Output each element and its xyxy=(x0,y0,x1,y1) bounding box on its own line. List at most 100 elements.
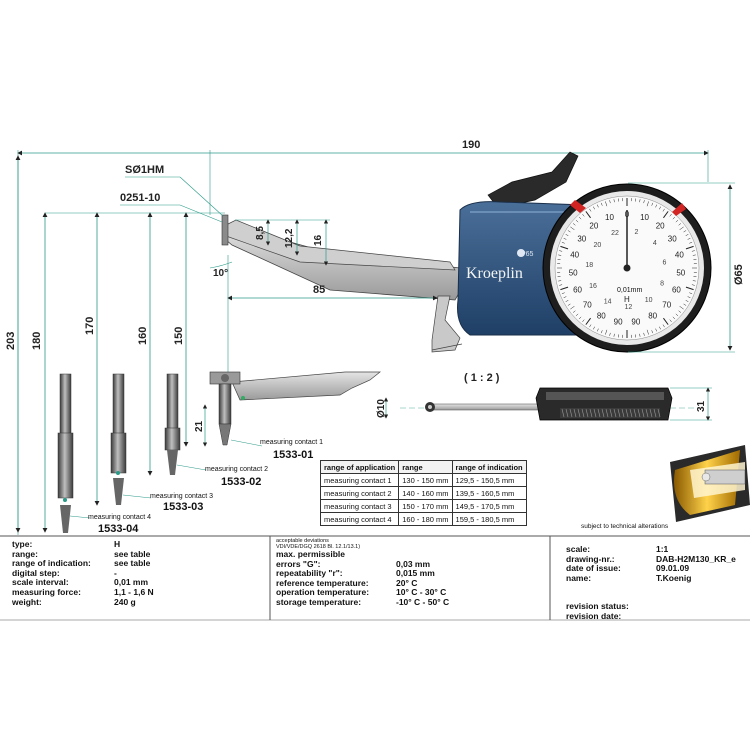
deviations-block: acceptable deviations VDI/VDE/DGQ 2618 B… xyxy=(276,538,450,607)
dial-tick xyxy=(691,250,695,252)
dial-tick xyxy=(646,329,649,335)
contact-rods xyxy=(57,373,181,533)
dial-number-outer: 90 xyxy=(614,317,623,326)
dial-tick xyxy=(561,241,565,244)
svg-text:31: 31 xyxy=(696,400,707,412)
dial-number-outer: 70 xyxy=(662,301,671,310)
dial-letter: H xyxy=(624,295,630,304)
col-range: range xyxy=(398,460,453,474)
knurl-line xyxy=(609,408,613,418)
dial-number-outer: 50 xyxy=(676,268,685,277)
contact-4-rod xyxy=(57,373,74,533)
knurl-line xyxy=(617,408,621,418)
dial-tick xyxy=(685,300,689,302)
dial-tick xyxy=(651,202,654,206)
ip65-badge: IP65 xyxy=(517,249,534,258)
dial-tick xyxy=(692,254,696,256)
dial-tick xyxy=(559,284,563,286)
contact-2-label: measuring contact 2 xyxy=(205,466,268,473)
dial-number-outer: 40 xyxy=(570,251,579,260)
dial-tick xyxy=(578,316,582,320)
dial-number-outer: 40 xyxy=(675,251,684,260)
tip-depth-dimensions: 8,5 12,2 16 10° xyxy=(209,219,330,279)
dial-tick xyxy=(565,300,569,302)
svg-text:Ø65: Ø65 xyxy=(733,264,745,285)
dial-tick xyxy=(669,213,672,217)
dial-tick xyxy=(560,286,569,291)
svg-text:21: 21 xyxy=(194,420,205,432)
knurl-line xyxy=(577,408,581,418)
contact-3-part: 1533-03 xyxy=(163,501,203,513)
scale-view-label: ( 1 : 2 ) xyxy=(464,372,500,384)
dial-tick xyxy=(685,245,694,250)
dial-tick xyxy=(585,211,591,219)
dial-tick xyxy=(659,206,661,210)
dial-tick xyxy=(560,245,569,250)
col-indication: range of indication xyxy=(451,460,527,474)
range-table-header: range of application range range of indi… xyxy=(319,460,527,474)
dial-number-inner: 2 xyxy=(634,229,638,236)
knurl-line xyxy=(645,408,649,418)
dial-tick xyxy=(593,206,595,210)
dial-tick xyxy=(563,237,567,240)
dial-tick xyxy=(672,216,676,220)
dimension-dial-diameter: Ø65 xyxy=(628,182,745,353)
dial-number-inner: 22 xyxy=(611,230,619,237)
caliper-main-view: Kroeplin IP65 01020304050607080909080706… xyxy=(221,151,712,353)
dial-number-outer: 50 xyxy=(569,268,578,277)
brand-logo: Kroeplin xyxy=(466,265,523,282)
dial-tick xyxy=(609,332,611,336)
dial-tick xyxy=(639,199,641,203)
dial-tick xyxy=(582,319,585,323)
dial-tick xyxy=(578,216,582,220)
dial-number-inner: 4 xyxy=(653,240,657,247)
knurl-line xyxy=(593,408,597,418)
dial-tick xyxy=(675,313,679,317)
svg-text:85: 85 xyxy=(313,284,325,296)
dial-number-outer: 70 xyxy=(583,301,592,310)
knurl-line xyxy=(625,408,629,418)
dial-tick xyxy=(643,200,645,204)
svg-text:12,2: 12,2 xyxy=(284,228,295,248)
svg-text:8,5: 8,5 xyxy=(255,226,266,240)
table-row: measuring contact 3 150 - 170 mm 149,5 -… xyxy=(319,499,527,513)
dial-tick xyxy=(575,313,579,317)
dimension-85: 85 xyxy=(227,255,438,375)
dial-number-inner: 18 xyxy=(585,262,593,269)
dim-190-label: 190 xyxy=(462,139,480,151)
caliper-top-view: Ø10 31 xyxy=(376,387,712,421)
tip-part-label: 0251-10 xyxy=(120,192,160,204)
knurl-line xyxy=(649,408,653,418)
dial-tick xyxy=(655,204,658,208)
dial-tick xyxy=(687,237,691,240)
dial-number-outer: 30 xyxy=(668,234,677,243)
dial-tick xyxy=(596,204,599,208)
dial-tick xyxy=(683,230,687,233)
dial-tick xyxy=(687,296,691,299)
dial-tick xyxy=(655,328,658,332)
dial-tick xyxy=(559,250,563,252)
knurl-line xyxy=(633,408,637,418)
svg-text:Ø10: Ø10 xyxy=(376,399,387,418)
dial-tick xyxy=(593,326,595,330)
knurl-line xyxy=(569,408,573,418)
svg-text:203: 203 xyxy=(5,332,17,350)
dial-tick xyxy=(565,234,569,236)
dial-tick xyxy=(662,208,665,212)
dial-tick xyxy=(589,208,592,212)
svg-text:16: 16 xyxy=(313,234,324,246)
dial-tick xyxy=(572,310,576,313)
svg-text:170: 170 xyxy=(84,317,96,335)
spec-block: type:H range:see table range of indicati… xyxy=(12,539,154,607)
dial-tick xyxy=(663,211,669,219)
contact-4-label: measuring contact 4 xyxy=(88,514,151,521)
dial-tick xyxy=(678,223,682,226)
dial-number-outer: 60 xyxy=(573,286,582,295)
dial-tick xyxy=(639,333,641,337)
ball-tip-label: SØ1HM xyxy=(125,164,164,176)
contact-3-rod xyxy=(110,373,127,505)
dial-unit-label: 0,01mm xyxy=(617,287,642,294)
dial-number-outer: 10 xyxy=(605,213,614,222)
dial-number-outer: 20 xyxy=(656,221,665,230)
knurl-line xyxy=(601,408,605,418)
